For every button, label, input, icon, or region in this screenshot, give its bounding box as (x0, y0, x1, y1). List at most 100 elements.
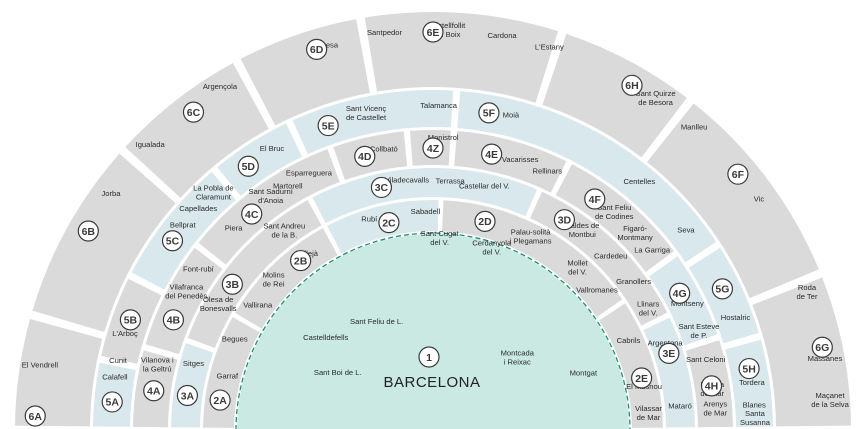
zone-4f-area[interactable] (555, 164, 674, 273)
town-label: Vallromanes (576, 285, 618, 294)
zone-2b-area[interactable] (235, 228, 338, 329)
zone-badge-2b[interactable]: 2B (290, 249, 312, 272)
zone-badge-4e[interactable]: 4E (481, 143, 503, 165)
zone-4c-area[interactable] (198, 149, 340, 265)
zone-4b-area[interactable] (145, 247, 223, 355)
zone-badge-6a[interactable]: 6A (24, 405, 46, 427)
zone-badge-5a[interactable]: 5A (101, 391, 123, 413)
town-label: Santpedor (367, 28, 403, 37)
zone-badge-6d[interactable]: 6D (306, 38, 328, 60)
town-label: Rellinars (533, 166, 563, 175)
zone-badge-4z[interactable]: 4Z (422, 137, 444, 159)
zone-badge-4g[interactable]: 4G (669, 282, 691, 304)
town-label: Tordera (739, 378, 766, 387)
svg-text:2D: 2D (478, 216, 492, 228)
town-label: Piera (225, 224, 244, 233)
zone-badge-4b[interactable]: 4B (162, 309, 185, 331)
zone-1-area (237, 234, 629, 429)
town-label: La Garriga (634, 246, 671, 255)
svg-text:5E: 5E (322, 120, 335, 132)
zone-badge-5f[interactable]: 5F (478, 102, 500, 124)
zone-1-boundary (235, 232, 631, 429)
svg-text:3B: 3B (226, 279, 240, 291)
zone-6c-area[interactable] (125, 63, 269, 198)
zone-badge-2c[interactable]: 2C (378, 212, 400, 234)
town-label: Cardona (488, 31, 518, 40)
zone-badge-4f[interactable]: 4F (584, 188, 606, 210)
zone-badge-1[interactable]: 1 (418, 346, 440, 368)
zone-6a-area[interactable] (15, 318, 103, 427)
town-label: Capellades (179, 204, 217, 213)
zone-4e-area[interactable] (454, 130, 567, 193)
zone-badge-3e[interactable]: 3E (658, 342, 680, 364)
zone-badge-3c[interactable]: 3C (370, 176, 393, 199)
town-label: Hostalric (721, 313, 751, 322)
zone-3b-area[interactable] (187, 199, 322, 349)
zone-5h-area[interactable] (725, 339, 773, 427)
town-label: Argençola (203, 82, 238, 91)
zone-badge-4a[interactable]: 4A (143, 380, 165, 402)
zone-badge-5b[interactable]: 5B (119, 309, 142, 331)
zone-badge-6e[interactable]: 6E (422, 21, 444, 43)
zone-6h-area[interactable] (542, 33, 687, 158)
zone-3a-area[interactable] (171, 342, 214, 428)
zone-badge-5e[interactable]: 5E (317, 114, 339, 137)
zone-badge-5c[interactable]: 5C (161, 230, 184, 252)
zone-6b-area[interactable] (32, 153, 176, 333)
zone-2e-area[interactable] (599, 303, 663, 428)
zone-badge-6f[interactable]: 6F (727, 163, 749, 185)
zone-badge-4d[interactable]: 4D (354, 145, 376, 167)
zone-6g-area[interactable] (752, 277, 851, 427)
town-label: Igualada (136, 140, 166, 149)
town-label: Mataró (668, 401, 692, 410)
zone-badge-2e[interactable]: 2E (631, 367, 653, 389)
zone-5d-area[interactable] (217, 123, 303, 196)
town-label: Cabrils (617, 336, 641, 345)
zone-5e-area[interactable] (292, 90, 454, 155)
zone-badge-6b[interactable]: 6B (77, 220, 99, 242)
town-label: Cardedeu (594, 251, 627, 260)
svg-text:4C: 4C (245, 209, 259, 221)
town-label: Monistrol (428, 133, 459, 142)
zone-badge-6c[interactable]: 6C (182, 101, 205, 123)
zone-badge-5h[interactable]: 5H (738, 357, 760, 380)
svg-text:5H: 5H (742, 363, 755, 375)
zone-badge-3b[interactable]: 3B (221, 273, 243, 295)
svg-text:4E: 4E (485, 149, 498, 161)
town-label: L'Arboç (112, 329, 138, 338)
svg-text:5D: 5D (242, 161, 256, 173)
zone-6f-area[interactable] (646, 103, 819, 299)
zone-badge-6g[interactable]: 6G (811, 336, 833, 358)
zone-badge-3a[interactable]: 3A (176, 384, 199, 407)
svg-text:6C: 6C (187, 107, 201, 119)
town-label: Montseny (671, 299, 704, 308)
svg-text:6B: 6B (82, 226, 96, 238)
svg-text:4F: 4F (589, 194, 602, 206)
zone-3c-area[interactable] (312, 167, 538, 224)
town-label: Rubí (361, 215, 378, 224)
town-label: Sitges (183, 359, 204, 368)
zone-5f-area[interactable] (457, 91, 717, 263)
zone-badge-3d[interactable]: 3D (553, 209, 576, 231)
zone-badge-2d[interactable]: 2D (474, 210, 496, 232)
zone-6e-area[interactable] (364, 12, 558, 103)
zone-badge-5g[interactable]: 5G (711, 278, 734, 300)
zone-badge-2a[interactable]: 2A (209, 389, 231, 411)
zone-6d-area[interactable] (240, 19, 370, 126)
zone-badge-6h[interactable]: 6H (621, 74, 643, 96)
zone-badge-5d[interactable]: 5D (237, 155, 259, 177)
zone-3e-area[interactable] (643, 317, 695, 428)
zone-badge-4c[interactable]: 4C (241, 203, 263, 225)
town-label: Begues (222, 335, 248, 344)
zone-badge-4h[interactable]: 4H (700, 375, 723, 397)
zone-5c-area[interactable] (131, 171, 236, 290)
svg-text:2B: 2B (294, 255, 308, 267)
